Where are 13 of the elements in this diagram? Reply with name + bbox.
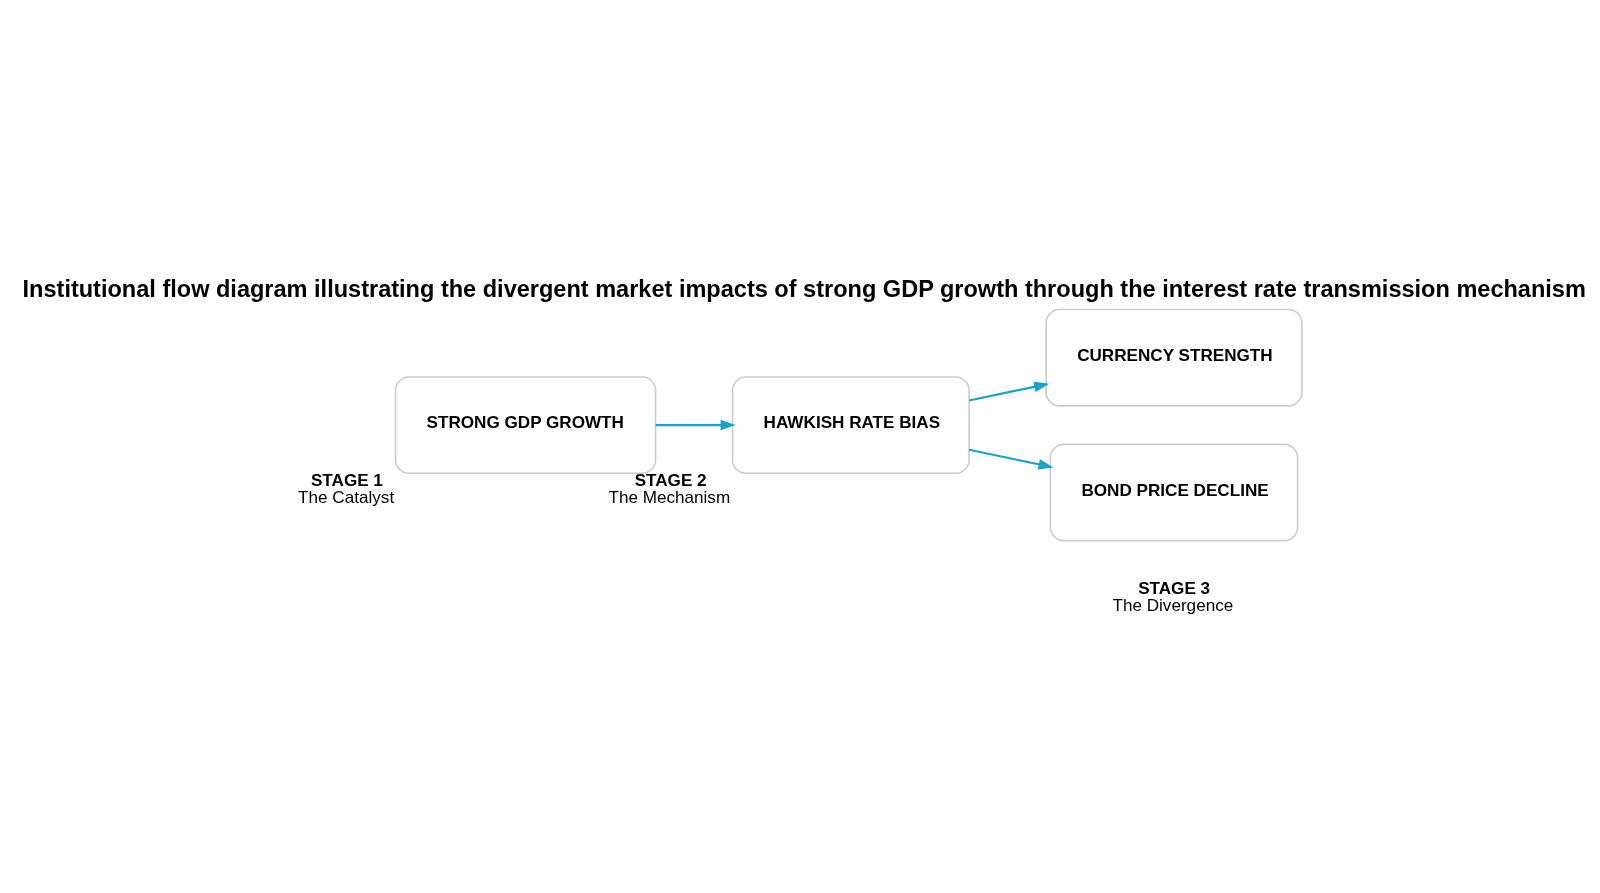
node-box: STRONG GDP GROWTH [394, 376, 657, 475]
node-box: CURRENCY STRENGTH [1045, 308, 1303, 407]
arrow [968, 381, 1050, 402]
diagram-title: Institutional flow diagram illustrating the divergent market impacts of strong GDP growth through the interest rate transmission mechanism [22, 276, 1586, 303]
node-label: STAGE 1 [310, 470, 383, 490]
node-label: The Mechanism [608, 488, 731, 507]
arrow [968, 448, 1054, 470]
label: The Divergence [1112, 596, 1234, 616]
arrow [655, 419, 736, 431]
node-box: BOND PRICE DECLINE [1049, 443, 1299, 542]
label: STAGE 3 [1138, 578, 1211, 598]
node-label: The Catalyst [298, 488, 395, 507]
node-box: HAWKISH RATE BIAS [731, 376, 970, 475]
